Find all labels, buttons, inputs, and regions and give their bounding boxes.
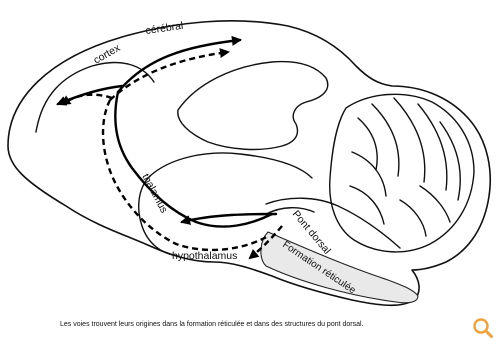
figure-caption: Les voies trouvent leurs origines dans l… bbox=[60, 321, 440, 328]
label-hypothalamus: hypothalamus bbox=[172, 250, 237, 262]
magnifier-icon[interactable] bbox=[472, 317, 494, 339]
brain-outline bbox=[8, 21, 490, 305]
